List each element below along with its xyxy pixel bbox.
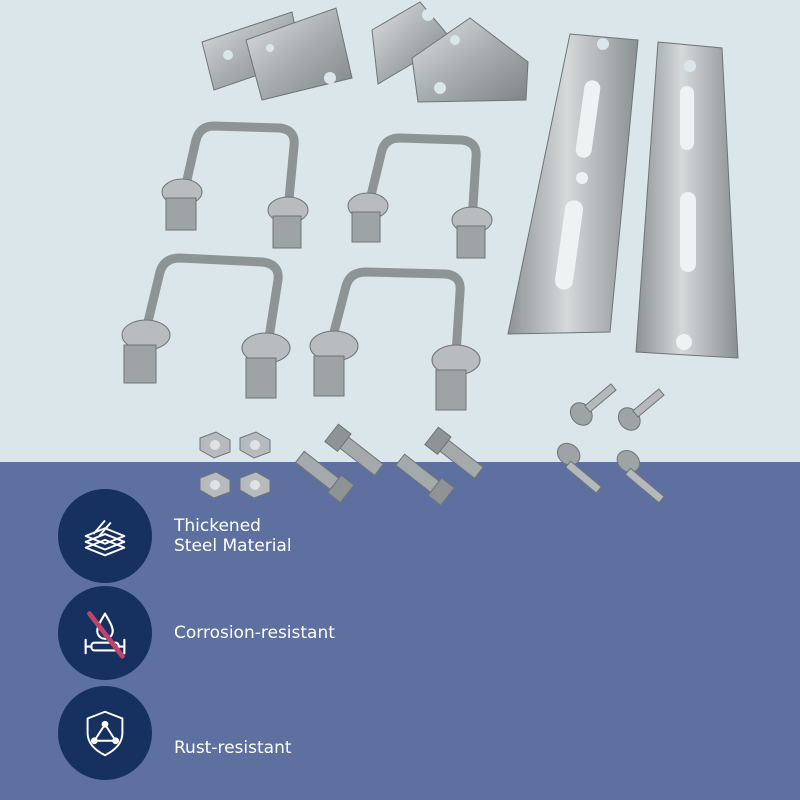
perforated-channel-bracket xyxy=(507,33,639,335)
u-bolt xyxy=(363,133,481,227)
angle-bracket xyxy=(411,17,529,103)
lag-screws xyxy=(556,383,665,504)
perforated-channel-bracket xyxy=(635,41,739,359)
hex-bolts xyxy=(294,423,484,506)
stacked-steel-plates-icon xyxy=(58,489,152,583)
shield-icon xyxy=(58,686,152,780)
hardware-kit-illustration xyxy=(121,1,739,506)
u-bolt xyxy=(141,253,283,349)
feature-thickened-steel: Thickened Steel Material xyxy=(58,489,292,583)
washer-nut xyxy=(121,178,493,411)
lock-nuts xyxy=(199,431,271,499)
crossed-out-water-drop-icon xyxy=(58,586,152,680)
feature-label: Corrosion-resistant xyxy=(174,623,335,643)
feature-rust-resistant: Rust-resistant xyxy=(58,686,292,780)
feature-label: Rust-resistant xyxy=(174,738,292,758)
feature-corrosion-resistant: Corrosion-resistant xyxy=(58,586,335,680)
angle-bracket xyxy=(245,7,353,101)
u-bolt xyxy=(327,267,465,359)
feature-label: Thickened Steel Material xyxy=(174,516,292,556)
u-bolt xyxy=(177,121,299,215)
